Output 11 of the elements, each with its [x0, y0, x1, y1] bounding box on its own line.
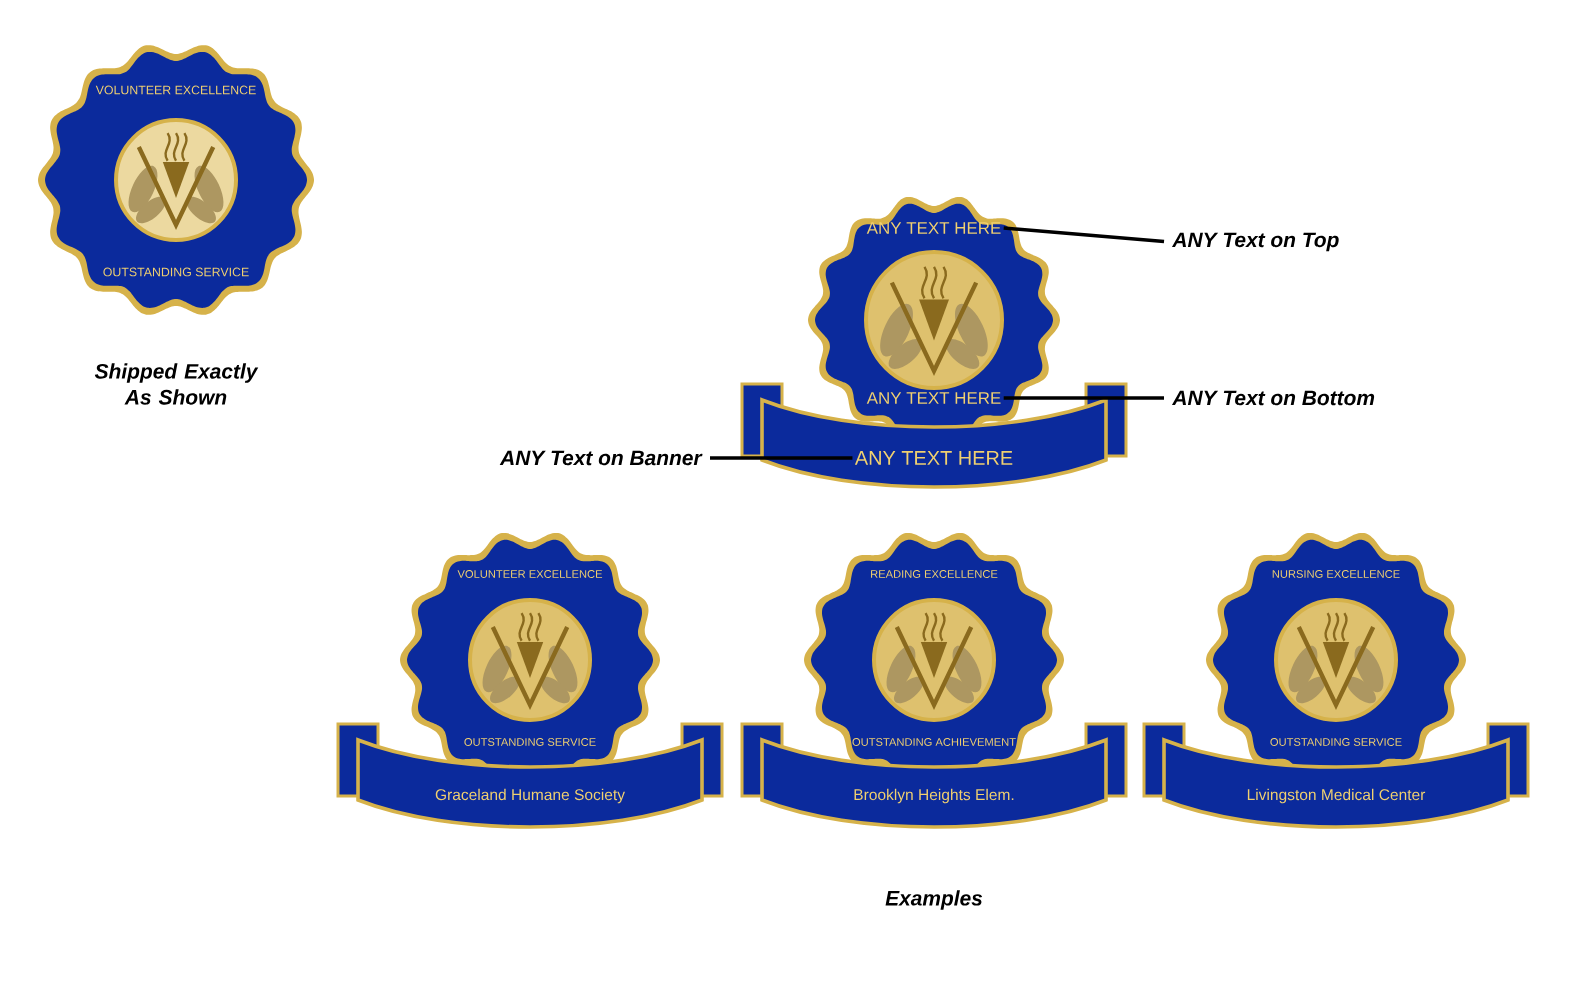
- caption: Examples: [885, 890, 983, 910]
- caption: Shipped Exactly As Shown: [94, 363, 259, 405]
- engraved-text: ANY TEXT HERE: [854, 451, 1013, 465]
- engraved-text: ANY TEXT HERE: [866, 392, 1001, 404]
- leader-line: [1003, 396, 1164, 400]
- callout-label: ANY Text on Top: [1171, 232, 1339, 252]
- callout-label: ANY Text on Banner: [499, 450, 703, 466]
- engraved-text: ANY TEXT HERE: [866, 222, 1001, 234]
- leader-line: [710, 456, 853, 460]
- callout-label: ANY Text on Bottom: [1171, 390, 1375, 406]
- leader-line: [1003, 226, 1165, 244]
